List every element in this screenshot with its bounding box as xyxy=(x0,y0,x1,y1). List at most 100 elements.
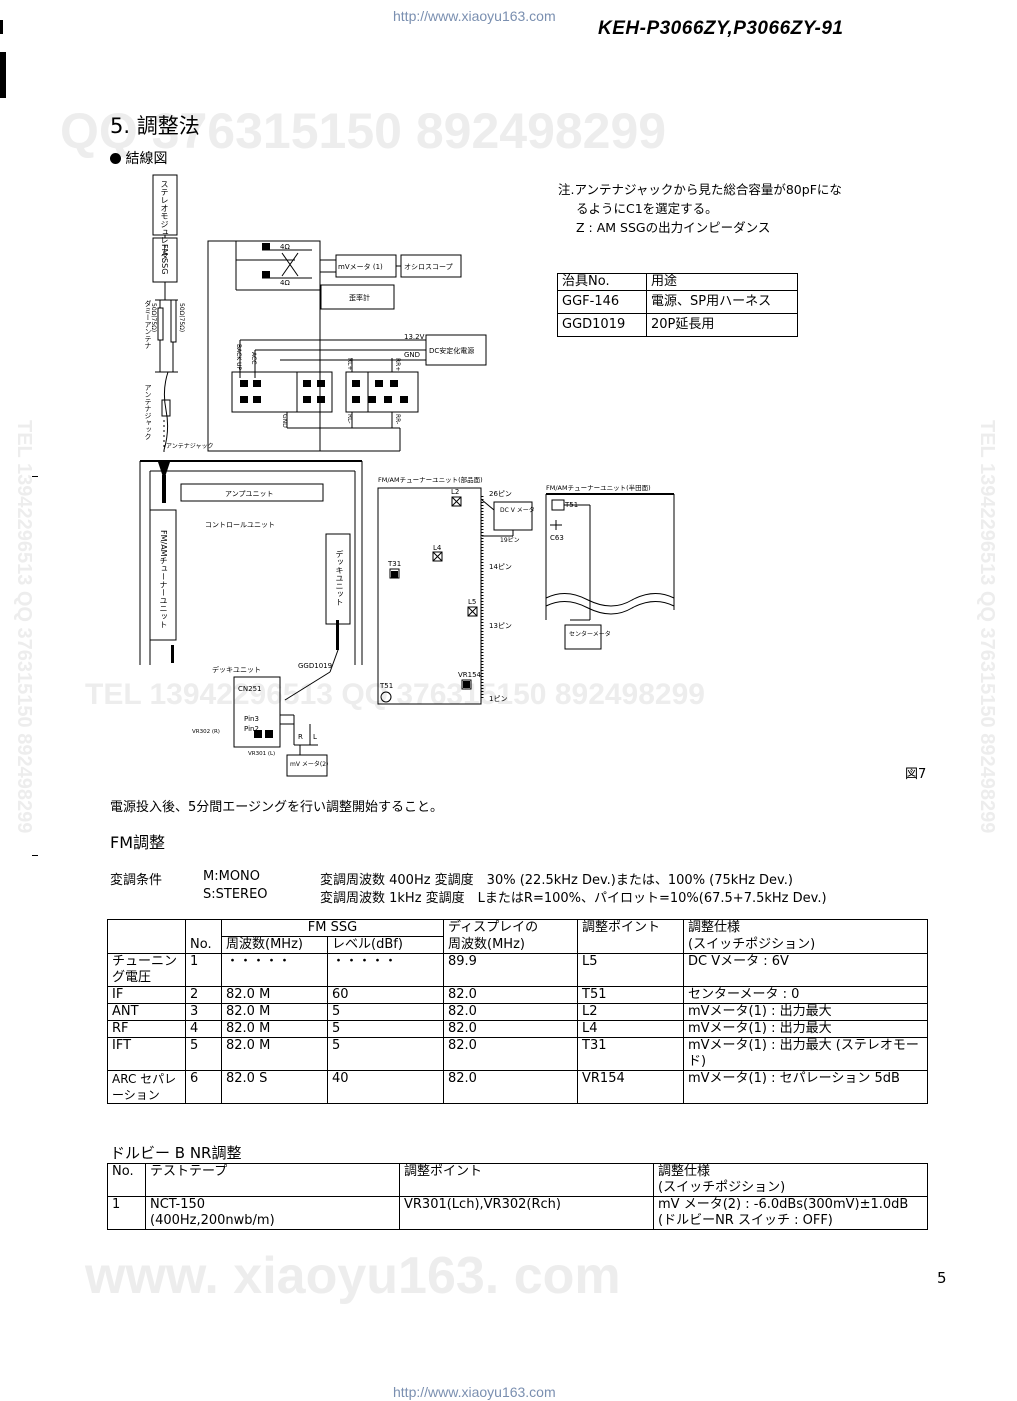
fm-cell-item: ANT xyxy=(107,1003,186,1021)
jig-cell: GGF-146 xyxy=(557,290,647,314)
label-tuner-parts: FM/AMチューナーユニット(部品面) xyxy=(378,475,483,484)
fm-th-blank2 xyxy=(185,919,222,937)
label-4ohm-b: 4Ω xyxy=(280,279,290,287)
label-pin26: 26ピン xyxy=(489,490,512,498)
label-4ohm-a: 4Ω xyxy=(280,243,290,251)
label-rr-minus: RR- xyxy=(394,414,401,425)
label-antenna-jack-v: アンテナジャック xyxy=(144,384,152,440)
label-pin14: 14ピン xyxy=(489,563,512,571)
fm-cell-level: 5 xyxy=(327,1037,444,1071)
fm-cell-point: T51 xyxy=(577,986,684,1004)
dolby-th-spec-2: (スイッチポジション) xyxy=(658,1180,786,1195)
dolby-spec-1: mV メータ(2) : -6.0dBs(300mV)±1.0dB xyxy=(658,1197,909,1212)
deck-unit-outline xyxy=(233,676,281,748)
dolby-table: No. テストテープ 調整ポイント 調整仕様 (スイッチポジション) 1 NCT… xyxy=(107,1163,928,1230)
fm-th-blank xyxy=(107,919,186,954)
fm-th-no: No. xyxy=(185,936,222,954)
jig-header-use: 用途 xyxy=(646,273,798,291)
watermark-tel: TEL 13942296513 QQ 376315150 892498299 xyxy=(85,678,705,711)
label-distortion: 歪率計 xyxy=(349,293,370,302)
label-stereo-modulator: ステレオモジュレータ xyxy=(160,180,169,260)
page-number: 5 xyxy=(937,1269,947,1287)
dolby-cell-spec: mV メータ(2) : -6.0dBs(300mV)±1.0dB (ドルビーNR… xyxy=(653,1196,928,1230)
label-l: L xyxy=(313,733,317,741)
label-r-50-2: 50Ω(75Ω) xyxy=(178,303,185,333)
label-rl-minus: RL- xyxy=(346,414,353,424)
label-t51: T51 xyxy=(379,682,393,690)
fm-cell-no: 5 xyxy=(185,1037,222,1071)
section-subtitle: 結線図 xyxy=(125,151,168,167)
label-vr301: VR301 (L) xyxy=(248,751,275,757)
label-pin13: 13ピン xyxy=(489,622,512,630)
watermark-vertical-left: TEL 13942296513 QQ 376315150 892498299 xyxy=(13,420,35,834)
connector-speaker xyxy=(345,371,419,413)
dolby-spec-2: (ドルビーNR スイッチ : OFF) xyxy=(658,1213,833,1228)
figure-label: 図7 xyxy=(905,767,927,782)
fm-condition-label: 変調条件 xyxy=(110,873,163,888)
jig-cell: GGD1019 xyxy=(557,313,647,337)
table-row: ARC セパレーション 6 82.0 S 40 82.0 VR154 mVメータ… xyxy=(107,1070,928,1104)
label-t31: T31 xyxy=(387,560,401,568)
label-pin19: 19ピン xyxy=(500,537,520,544)
label-fm-am-tuner: FM/AMチューナーユニット xyxy=(159,530,168,629)
connector-power xyxy=(231,371,333,413)
fm-cell-disp: 82.0 xyxy=(443,1070,578,1104)
fm-th-level: レベル(dBf) xyxy=(327,936,444,954)
table-row: 1 NCT-150 (400Hz,200nwb/m) VR301(Lch),VR… xyxy=(107,1196,928,1230)
section-title: 5. 調整法 xyxy=(110,114,200,138)
label-gnd: GND xyxy=(404,351,420,359)
fm-cell-disp: 82.0 xyxy=(443,1037,578,1071)
aging-note: 電源投入後、5分間エージングを行い調整開始すること。 xyxy=(110,800,444,815)
label-control-unit: コントロールユニット xyxy=(205,521,275,529)
label-antenna-jack: アンテナジャック xyxy=(166,443,213,450)
fm-cell-disp: 82.0 xyxy=(443,986,578,1004)
diagram-note: 注.アンテナジャックから見た総合容量が80pFにな るようにC1を選定する。 Z… xyxy=(558,180,842,237)
dolby-tape-name: NCT-150 xyxy=(150,1197,206,1212)
note-line-3: Z : AM SSGの出力インピーダンス xyxy=(576,220,771,235)
dolby-th-tape: テストテープ xyxy=(145,1163,400,1197)
label-dummy-antenna: ダミーアンテナ xyxy=(144,300,152,349)
label-r-50-1: 50Ω(75Ω) xyxy=(150,303,157,333)
url-link-top[interactable]: http://www.xiaoyu163.com xyxy=(393,8,556,24)
url-link-bottom[interactable]: http://www.xiaoyu163.com xyxy=(393,1384,556,1400)
fm-cell-no: 2 xyxy=(185,986,222,1004)
fm-th-freq: 周波数(MHz) xyxy=(221,936,328,954)
tuner-unit-box xyxy=(149,509,177,641)
fm-cell-item: ARC セパレーション xyxy=(107,1070,186,1104)
label-tuner-solder: FM/AMチューナーユニット(半田面) xyxy=(546,483,651,492)
fm-cell-level: 5 xyxy=(327,1003,444,1021)
label-t51-solder: T51 xyxy=(564,501,578,509)
watermark-site: www. xiaoyu163. com xyxy=(85,1247,621,1305)
jig-cell: 20P延長用 xyxy=(646,313,798,337)
fm-cell-point: L2 xyxy=(577,1003,684,1021)
fm-th-point: 調整ポイント xyxy=(577,919,684,937)
label-acc: ACC xyxy=(250,352,257,365)
fm-cell-level: 5 xyxy=(327,1020,444,1038)
distortion-meter-box xyxy=(320,284,395,310)
fm-th-fm-ssg: FM SSG xyxy=(221,919,444,937)
label-rr-plus: RR+ xyxy=(394,358,401,372)
label-13v: 13.2V xyxy=(404,333,425,341)
fm-cell-spec: mVメータ(1) : 出力最大 xyxy=(683,1020,928,1038)
dolby-th-point: 調整ポイント xyxy=(399,1163,654,1197)
fm-cond-mode-stereo: S:STEREO xyxy=(203,887,268,902)
fm-heading: FM調整 xyxy=(110,833,166,852)
watermark-vertical-right: TEL 13942296513 QQ 376315150 892498299 xyxy=(976,420,998,834)
dolby-cell-point: VR301(Lch),VR302(Rch) xyxy=(399,1196,654,1230)
label-mv-meter-1: mVメータ (1) xyxy=(338,262,383,271)
table-row: IFT 5 82.0 M 5 82.0 T31 mVメータ(1) : 出力最大 … xyxy=(107,1037,928,1071)
label-deck-unit: デッキユニット xyxy=(212,665,261,674)
dolby-cell-no: 1 xyxy=(107,1196,146,1230)
table-row: RF 4 82.0 M 5 82.0 L4 mVメータ(1) : 出力最大 xyxy=(107,1020,928,1038)
fm-cell-spec: DC Vメータ : 6V xyxy=(683,953,928,987)
fm-cell-point: L5 xyxy=(577,953,684,987)
label-dcv-meter: DC V メータ xyxy=(500,506,535,514)
fm-cell-item: IF xyxy=(107,986,186,1004)
label-r: R xyxy=(298,733,303,741)
fm-cell-disp: 82.0 xyxy=(443,1020,578,1038)
fm-cell-freq: 82.0 M xyxy=(221,1037,328,1071)
label-fm-ssg: FM SSG xyxy=(160,244,169,275)
fm-cell-no: 1 xyxy=(185,953,222,987)
watermark-qq: QQ 376315150 892498299 xyxy=(60,103,667,159)
dolby-cell-tape: NCT-150 (400Hz,200nwb/m) xyxy=(145,1196,400,1230)
